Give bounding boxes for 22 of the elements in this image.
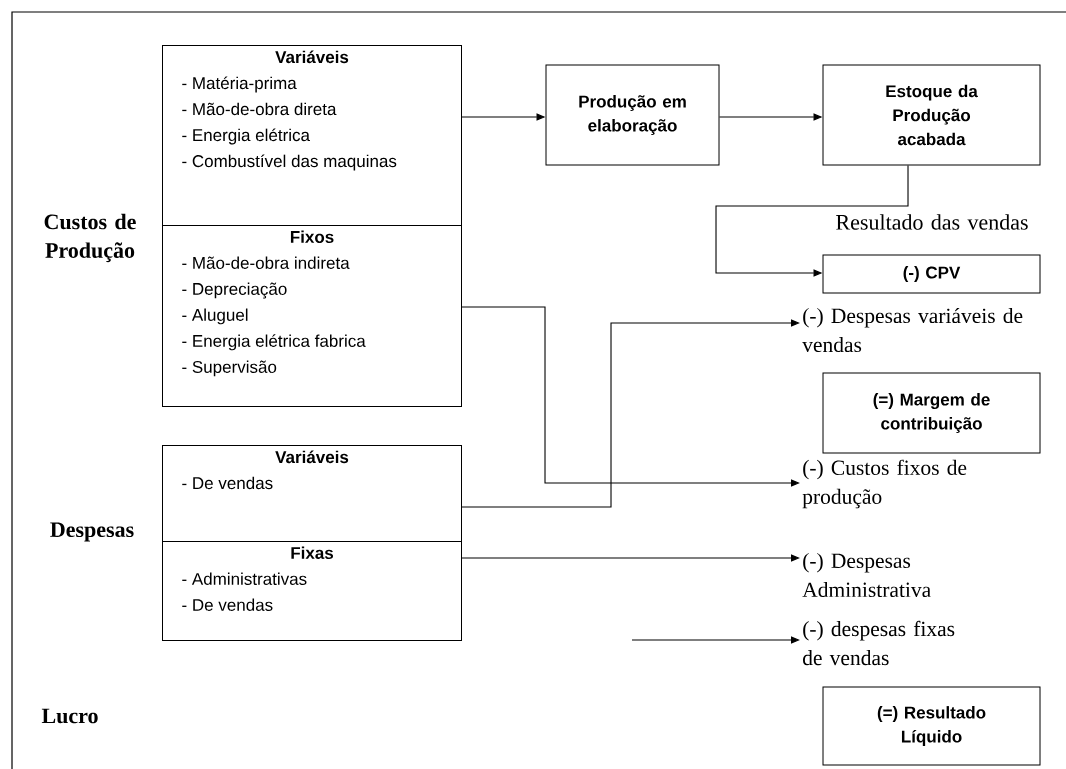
list-box: Fixos - Mão-de-obra indireta - Depreciação - Aluguel - Energia elétrica fabrica - Supervisão [162,225,462,407]
list-box: Fixas - Administrativas - De vendas [162,541,462,641]
list-box: Variáveis - De vendas [162,445,462,542]
arrow [631,636,800,644]
row-label: Resultado das vendas [836,214,1028,230]
process-box: Estoque da Produção acabada [822,64,1041,166]
process-box: (=) Resultado Líquido [822,686,1041,766]
result-line: (-) Despesas variáveis de vendas [802,307,1023,353]
arrow [461,554,800,562]
arrow [461,306,800,487]
result-line: (-) Despesas Administrativa [802,552,931,598]
result-line: (-) Custos fixos de produção [802,459,967,509]
result-line: (-) despesas fixas de vendas [803,620,955,666]
list-box: Variáveis - Matéria-prima - Mão-de-obra direta - Energia elétrica - Combustível das maquinas [162,45,462,226]
row-label: Custos de Produção [44,213,136,263]
process-box: Produção em elaboração [545,64,720,166]
row-label: Lucro [41,708,98,724]
process-box: (=) Margem de contribuição [822,372,1041,454]
arrow [461,319,800,508]
row-label: Despesas [50,522,134,542]
process-box: (-) CPV [822,254,1041,294]
arrow [715,164,909,277]
